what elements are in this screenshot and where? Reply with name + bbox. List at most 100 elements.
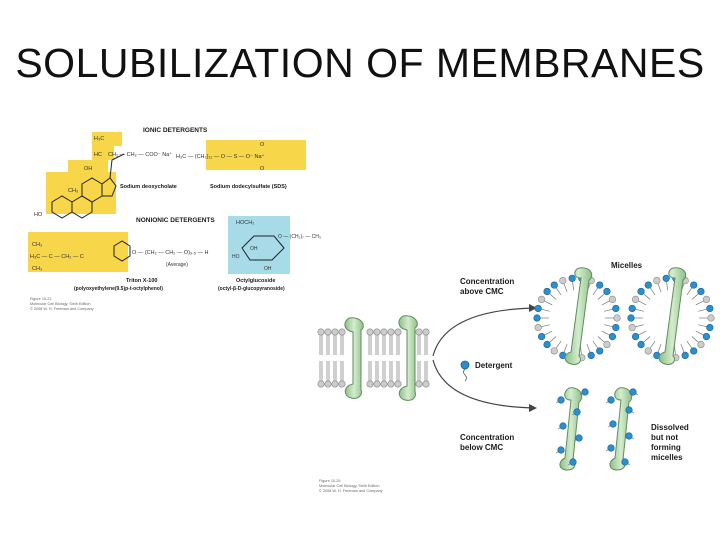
bilayer-top-leaflet [317, 328, 430, 355]
lipid-molecule [366, 361, 374, 388]
average-label: (Average) [166, 262, 188, 268]
detergent-molecule [557, 422, 567, 430]
hoch2-label: HOCH₂ [236, 220, 254, 226]
dissolved-protein [559, 387, 583, 471]
micelle-detergent-molecule [543, 287, 557, 300]
dissolved-line3: forming [651, 443, 681, 452]
micelle-detergent-molecule [592, 281, 604, 296]
figure2-caption-line1: Figure 10-29 [319, 479, 341, 483]
figure1-caption-line1: Figure 10-22 [30, 297, 52, 301]
micelle-protein [658, 267, 687, 365]
h3c-label: H₃C [94, 136, 104, 142]
sugar-oh-1: OH [250, 246, 258, 252]
lipid-molecule [394, 361, 402, 388]
octylglucoside-sub-label: (octyl-β-D-glucopyranoside) [218, 286, 285, 292]
micelle-detergent-molecule [662, 274, 670, 291]
lipid-molecule [324, 328, 332, 355]
lipid-molecule [338, 361, 346, 388]
steroid-ring-system [51, 153, 125, 219]
yellow-highlight [92, 132, 122, 146]
sodium-deoxycholate-label: Sodium deoxycholate [120, 184, 177, 190]
figure1-caption-line2: Molecular Cell Biology, Sixth Edition [30, 302, 91, 306]
micelle-detergent-molecule [691, 336, 705, 349]
micelle-detergent-molecule [637, 287, 651, 300]
detergent-molecule [625, 432, 635, 440]
micelle-detergent-molecule [686, 340, 698, 355]
micelle-detergent-molecule [597, 287, 611, 300]
lipid-molecule [380, 361, 388, 388]
micelle-detergent-molecule [691, 287, 705, 300]
triton-ch3-top: CH₃ [32, 242, 42, 248]
micelle-detergent-molecule [592, 340, 604, 355]
octylglucoside-sugar-highlight [228, 216, 290, 274]
dissolved-line1: Dissolved [651, 423, 689, 432]
micelle-detergent-molecule [695, 330, 711, 341]
hc-label: HC [94, 152, 102, 158]
micelle-detergent-molecule [543, 336, 557, 349]
micelle-detergent-molecule [637, 336, 651, 349]
sugar-oh-2: OH [264, 266, 272, 272]
triton-tail-highlight [28, 232, 128, 272]
micelle-detergent-molecule [534, 323, 550, 332]
micelle-detergent-molecule [559, 276, 568, 292]
arrow-head-up [529, 304, 537, 312]
sugar-ho: HO [232, 254, 240, 260]
lipid-molecule [338, 328, 346, 355]
micelle-detergent-molecule [604, 323, 620, 332]
figure2-caption-line2: Molecular Cell Biology, Sixth Edition [319, 484, 380, 488]
detergent-molecule [625, 406, 635, 414]
micelle-detergent-molecule [568, 274, 576, 291]
micelle-detergent-molecule [631, 330, 647, 341]
lipid-molecule [380, 328, 388, 355]
sds-o-top: O [260, 142, 265, 148]
sds-head-highlight [206, 140, 306, 170]
detergent-molecule [555, 396, 565, 404]
lipid-molecule [366, 328, 374, 355]
arrow-head-down [529, 404, 537, 412]
membrane-protein [398, 315, 418, 401]
micelle-detergent-molecule [537, 295, 553, 306]
sds-formula: H₃C — (CH₂)₁₁ — O — S — O⁻ Na⁺ [176, 153, 265, 160]
detergent-molecule [605, 444, 615, 452]
octyl-chain: O — (CH₂)₇ — CH₃ [278, 234, 321, 240]
micelle-detergent-molecule [628, 323, 644, 332]
micelle-detergent-molecule [699, 314, 715, 322]
micelle-detergent-molecule [628, 304, 644, 313]
micelle-detergent-molecule [653, 276, 662, 292]
micelle-detergent-molecule [586, 344, 595, 360]
micelle-detergent-molecule [534, 304, 550, 313]
lipid-molecule [387, 328, 395, 355]
lipid-molecule [415, 361, 423, 388]
triton-chain: O — (CH₂ — CH₂ — O)₉.₅ — H [132, 250, 209, 256]
dissolved-line2: but not [651, 433, 678, 442]
lipid-molecule [373, 361, 381, 388]
detergent-structures-figure: H₃C HC CH₂ — CH₂ — COO⁻ Na⁺ OH CH₃ HO So… [28, 127, 321, 311]
micelle-detergent-molecule [533, 314, 549, 322]
oh-label: OH [84, 166, 92, 172]
lipid-molecule [422, 328, 430, 355]
micelle-detergent-molecule [695, 295, 711, 306]
micelle-detergent-molecule [627, 314, 643, 322]
ionic-heading: IONIC DETERGENTS [143, 127, 208, 134]
micelle-detergent-molecule [537, 330, 553, 341]
membrane-protein [344, 317, 364, 399]
lipid-molecule [422, 361, 430, 388]
micelles-label: Micelles [611, 261, 643, 270]
lipid-molecule [317, 361, 325, 388]
micelle-detergent-molecule [550, 281, 562, 296]
ch3-label: CH₃ [68, 188, 78, 194]
micelle-detergent-molecule [698, 304, 714, 313]
ho-label: HO [34, 212, 43, 218]
dissolved-line4: micelles [651, 453, 683, 462]
micelle [533, 267, 621, 365]
triton-label: Triton X-100 [126, 278, 157, 284]
detergent-molecule [573, 434, 583, 442]
lipid-molecule [331, 361, 339, 388]
micelle-detergent-molecule [597, 336, 611, 349]
glucose-ring [241, 235, 285, 261]
micelle-detergent-molecule [680, 344, 689, 360]
micelle-protein [564, 267, 593, 365]
micelle-detergent-molecule [605, 314, 621, 322]
lipid-molecule [317, 328, 325, 355]
octylglucoside-label: Octylglucoside [236, 278, 275, 284]
